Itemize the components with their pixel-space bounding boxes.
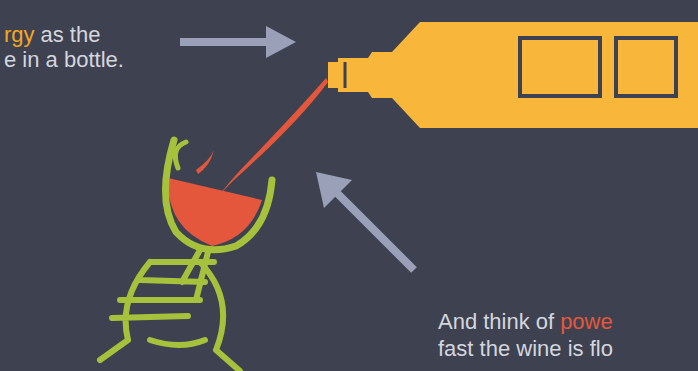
text-line: e in a bottle. xyxy=(4,47,124,73)
pointer-arrow xyxy=(334,190,414,270)
text-line: And think ofpowe xyxy=(438,309,613,335)
bottle-neck-ring xyxy=(344,62,347,88)
caption-text: e in a bottle. xyxy=(4,47,124,73)
glass-rim xyxy=(175,142,186,168)
bottle-label xyxy=(616,38,676,96)
caption-text: fast the wine is flo xyxy=(438,336,613,362)
wine-bottle xyxy=(328,22,698,128)
text-line: rgyas the xyxy=(4,22,100,48)
arrowhead xyxy=(266,26,296,58)
highlight-word: powe xyxy=(560,309,613,335)
caption-text: as the xyxy=(41,22,101,48)
bottle-label xyxy=(520,38,600,96)
wine-glass xyxy=(165,140,272,250)
hand xyxy=(100,250,240,371)
pointer-arrow xyxy=(180,38,272,46)
wine-splash xyxy=(196,150,214,174)
text-line: fast the wine is flo xyxy=(438,336,613,362)
arrowhead xyxy=(316,172,352,208)
caption-text: And think of xyxy=(438,309,554,335)
highlight-word: rgy xyxy=(4,22,35,48)
